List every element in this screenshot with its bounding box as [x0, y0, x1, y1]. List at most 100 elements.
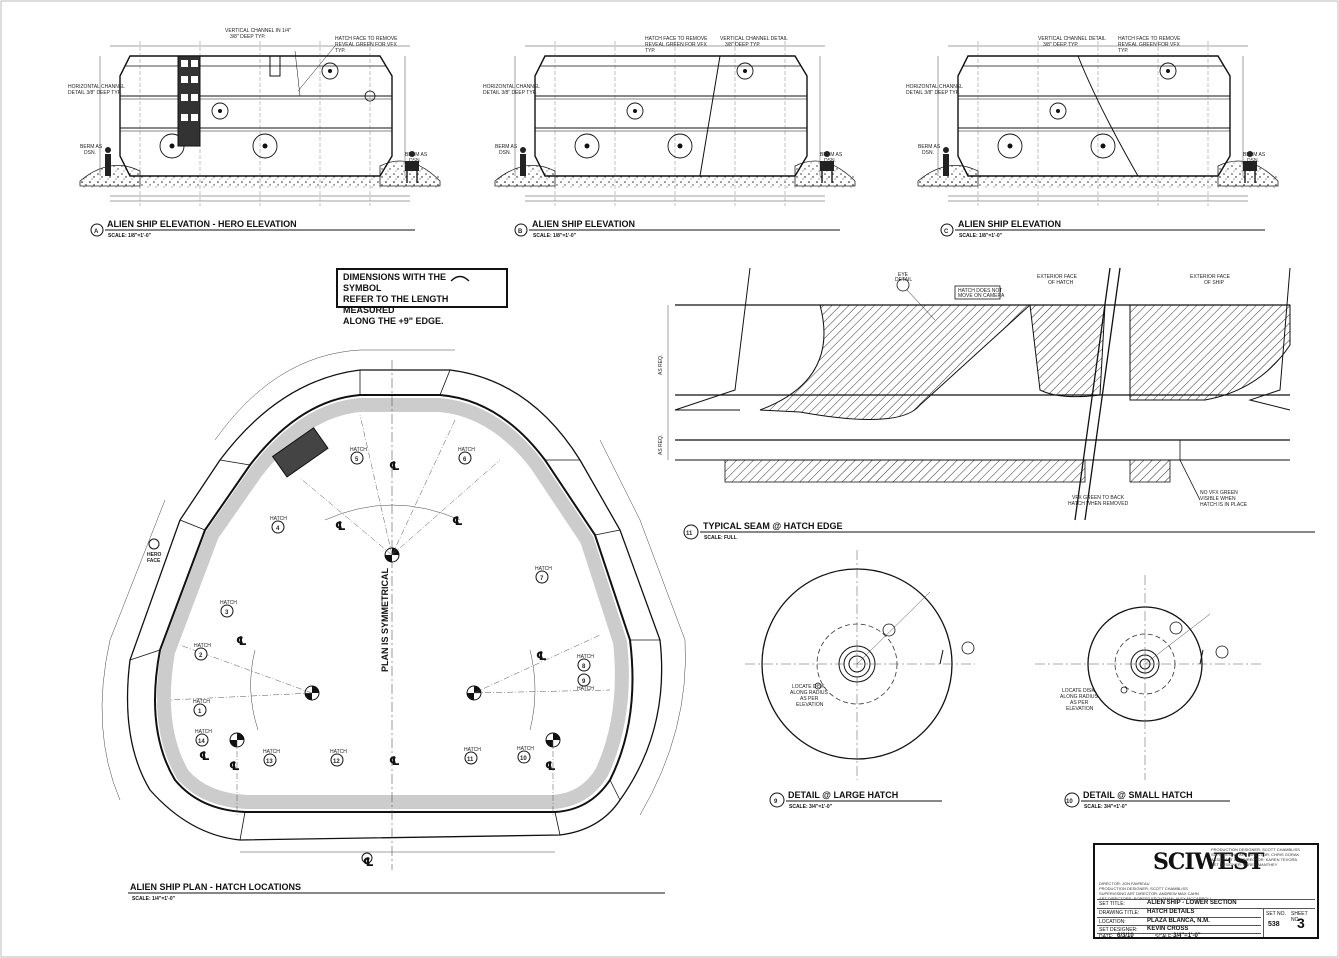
label-b-hatch-face: HATCH FACE TO REMOVE — [645, 36, 708, 42]
centerline-mark-10: ℄ — [363, 855, 374, 869]
note-line-2: REFER TO THE LENGTH MEASURED — [343, 294, 449, 315]
seam-exterior-face-ship-2: OF SHIP — [1204, 280, 1225, 286]
label-berm-right: BERM AS — [405, 152, 428, 158]
hatch-label: HATCH — [577, 654, 594, 660]
seam-hatch-not-move: HATCH DOES NOT — [958, 288, 1002, 294]
hatch-bubble-7: 7 HATCH — [535, 566, 552, 584]
label-b-vertical-channel-detail: VERTICAL CHANNEL DETAIL — [720, 36, 788, 42]
view-scale-b: SCALE: 1/8"=1'-0" — [533, 233, 577, 239]
set-no: 538 — [1268, 921, 1280, 928]
view-scale-seam: SCALE: FULL — [704, 535, 737, 541]
location: PLAZA BLANCA, N.M. — [1147, 918, 1210, 924]
hatch-label: HATCH — [350, 447, 367, 453]
hatch-number: 8 — [582, 664, 586, 670]
credits-right: PRODUCTION DESIGNER: SCOTT CHAMBLISS SUP… — [1211, 847, 1300, 867]
elevation-a: VERTICAL CHANNEL IN 1/4" 3/8" DEEP TYP. … — [68, 28, 441, 207]
label-b-reveal-green: REVEAL GREEN FOR VFX — [645, 42, 707, 48]
large-locate-3: AS PER — [800, 696, 819, 702]
hatch-label: HATCH — [195, 729, 212, 735]
hatch-label: HATCH — [330, 749, 347, 755]
label-b-berm-right: BERM AS — [820, 152, 843, 158]
radius-centers — [229, 547, 561, 748]
hatch-number: 11 — [467, 757, 474, 763]
seam-no-vfx: NO VFX GREEN — [1200, 490, 1238, 496]
view-marker-seam: 11 — [686, 531, 693, 537]
hatch-number: 13 — [266, 759, 273, 765]
label-deep-typ: 3/8" DEEP TYP. — [230, 34, 265, 40]
view-title-seam-text: TYPICAL SEAM @ HATCH EDGE — [703, 521, 842, 531]
set-no-label: SET NO. — [1266, 911, 1286, 917]
label-c-berm-left-dsn: DSN. — [922, 150, 934, 156]
label-b-horizontal-channel-detail: DETAIL 3/8" DEEP TYP. — [483, 90, 537, 96]
small-locate-3: AS PER — [1070, 700, 1089, 706]
label-b-deep-typ: 3/8" DEEP TYP. — [725, 42, 760, 48]
view-marker-large: 9 — [774, 799, 778, 805]
arc-symbol-icon — [450, 275, 469, 282]
view-scale-plan: SCALE: 1/4"=1'-0" — [132, 896, 176, 902]
sheet-no: 3 — [1297, 915, 1305, 931]
elevation-b: HATCH FACE TO REMOVE REVEAL GREEN FOR VF… — [483, 36, 856, 207]
small-locate-2: ALONG RADIUS — [1060, 694, 1098, 700]
label-b-horizontal-channel: HORIZONTAL CHANNEL — [483, 84, 540, 90]
label-b-berm-right-dsn: DSN. — [824, 158, 836, 164]
large-hatch-detail: LOCATE DISK ALONG RADIUS AS PER ELEVATIO… — [745, 550, 975, 780]
seam-vfx-green-2: HATCH WHEN REMOVED — [1068, 501, 1129, 507]
view-title-plan-text: ALIEN SHIP PLAN - HATCH LOCATIONS — [130, 882, 301, 892]
set-designer: KEVIN CROSS — [1147, 926, 1189, 932]
small-locate-4: ELEVATION — [1066, 706, 1094, 712]
hatch-label: HATCH — [535, 566, 552, 572]
hatch-number: 4 — [276, 526, 280, 532]
plan-symmetrical-label: PLAN IS SYMMETRICAL — [380, 567, 390, 672]
hatch-label: HATCH — [270, 516, 287, 522]
label-c-berm-left: BERM AS — [918, 144, 941, 150]
label-c-hatch-face: HATCH FACE TO REMOVE — [1118, 36, 1181, 42]
seam-detail: AS REQ. AS REQ. EYE DETAIL HATCH DOES NO… — [658, 267, 1291, 521]
label-c-vertical-channel-detail: VERTICAL CHANNEL DETAIL — [1038, 36, 1106, 42]
label-c-typ: TYP. — [1118, 48, 1128, 54]
label-horizontal-channel-detail: DETAIL 3/8" DEEP TYP. — [68, 90, 122, 96]
drawing-title: HATCH DETAILS — [1147, 909, 1195, 915]
centerline-mark-6: ℄ — [199, 749, 210, 763]
label-c-horizontal-channel-detail: DETAIL 3/8" DEEP TYP. — [906, 90, 960, 96]
label-reveal-green: REVEAL GREEN FOR VFX — [335, 42, 397, 48]
view-scale-a: SCALE: 1/8"=1'-0" — [108, 233, 152, 239]
centerline-mark-9: ℄ — [545, 759, 556, 773]
seam-move-on-camera: MOVE ON CAMERA — [958, 293, 1005, 299]
view-title-b: B ALIEN SHIP ELEVATION SCALE: 1/8"=1'-0" — [514, 219, 840, 239]
date-label: DATE: — [1099, 934, 1114, 940]
seam-exterior-face-ship: EXTERIOR FACE — [1190, 274, 1231, 280]
hatch-label: HATCH — [194, 643, 211, 649]
view-marker-small: 10 — [1066, 799, 1073, 805]
view-scale-c: SCALE: 1/8"=1'-0" — [959, 233, 1003, 239]
hatch-label: HATCH — [458, 447, 475, 453]
seam-exterior-face-hatch-2: OF HATCH — [1048, 280, 1074, 286]
note-line-1: DIMENSIONS WITH THE — [343, 272, 446, 282]
view-title-a-text: ALIEN SHIP ELEVATION - HERO ELEVATION — [107, 219, 297, 229]
seam-no-vfx-2: VISIBLE WHEN — [1200, 496, 1236, 502]
note-symbol-word: SYMBOL — [343, 283, 382, 293]
label-b-berm-left-dsn: DSN. — [499, 150, 511, 156]
view-title-small: 10 DETAIL @ SMALL HATCH SCALE: 3/4"=1'-0… — [1064, 790, 1230, 810]
hatch-label: HATCH — [577, 686, 594, 692]
large-locate-2: ALONG RADIUS — [790, 690, 828, 696]
label-berm-left-dsn: DSN. — [84, 150, 96, 156]
hatch-plan: PLAN IS SYMMETRICAL ℄ ℄ ℄ ℄ ℄ ℄ ℄ ℄ ℄ ℄ … — [101, 349, 686, 870]
hatch-number: 7 — [540, 576, 544, 582]
hatch-number: 9 — [582, 679, 586, 685]
view-scale-small: SCALE: 3/4"=1'-0" — [1084, 804, 1128, 810]
view-title-c-text: ALIEN SHIP ELEVATION — [958, 219, 1061, 229]
hatch-number: 1 — [198, 709, 202, 715]
sheet-no-label: SHEET NO. — [1291, 911, 1308, 923]
dimension-note: DIMENSIONS WITH THE SYMBOL REFER TO THE … — [336, 268, 508, 326]
view-marker-c: C — [944, 229, 949, 235]
seam-detail-label: DETAIL — [895, 277, 912, 283]
centerline-mark-8: ℄ — [389, 754, 400, 768]
view-title-plan: ALIEN SHIP PLAN - HATCH LOCATIONS SCALE:… — [128, 882, 665, 902]
